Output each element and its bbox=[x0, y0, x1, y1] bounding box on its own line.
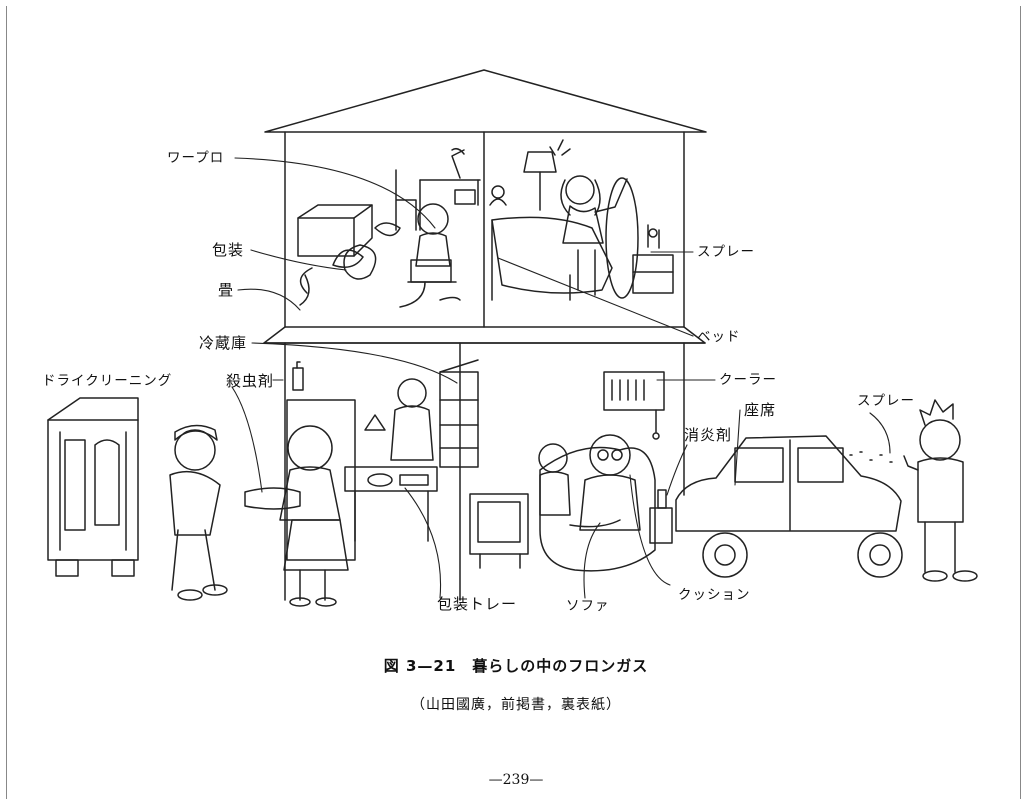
label-anti-inflammatory: 消炎剤 bbox=[684, 426, 733, 444]
label-spray-upstairs: スプレー bbox=[697, 244, 755, 260]
label-tatami: 畳 bbox=[218, 281, 235, 299]
upstairs-bedroom-scene bbox=[489, 139, 674, 301]
car-scene bbox=[675, 399, 978, 582]
upstairs-study-scene bbox=[297, 147, 481, 308]
label-seat: 座席 bbox=[744, 401, 777, 419]
downstairs-living-scene bbox=[469, 371, 673, 572]
label-spray-car: スプレー bbox=[857, 393, 915, 409]
label-refrigerator: 冷蔵庫 bbox=[199, 334, 248, 352]
page-frame bbox=[6, 6, 1021, 799]
figure-title: 図 3—21 暮らしの中のフロンガス bbox=[383, 657, 649, 675]
house-lower-floor bbox=[284, 342, 685, 601]
label-bed: ベッド bbox=[697, 329, 741, 345]
house-roof bbox=[264, 69, 707, 328]
label-insecticide: 殺虫剤 bbox=[226, 372, 275, 390]
label-cooler: クーラー bbox=[719, 372, 777, 388]
page-number: —239— bbox=[488, 772, 544, 788]
cleaning-truck bbox=[47, 397, 139, 577]
figure-source: （山田國廣，前掲書，裏表紙） bbox=[411, 697, 621, 713]
label-dry-cleaning: ドライクリーニング bbox=[42, 373, 173, 389]
leader-lines bbox=[231, 157, 891, 599]
house-middle-roof bbox=[263, 326, 706, 344]
label-word-processor: ワープロ bbox=[167, 150, 225, 166]
label-packaging-tray: 包装トレー bbox=[437, 595, 518, 613]
downstairs-kitchen-scene bbox=[169, 359, 479, 607]
label-cushion: クッション bbox=[678, 587, 751, 603]
label-packaging: 包装 bbox=[212, 241, 245, 259]
label-sofa: ソファ bbox=[566, 598, 610, 614]
